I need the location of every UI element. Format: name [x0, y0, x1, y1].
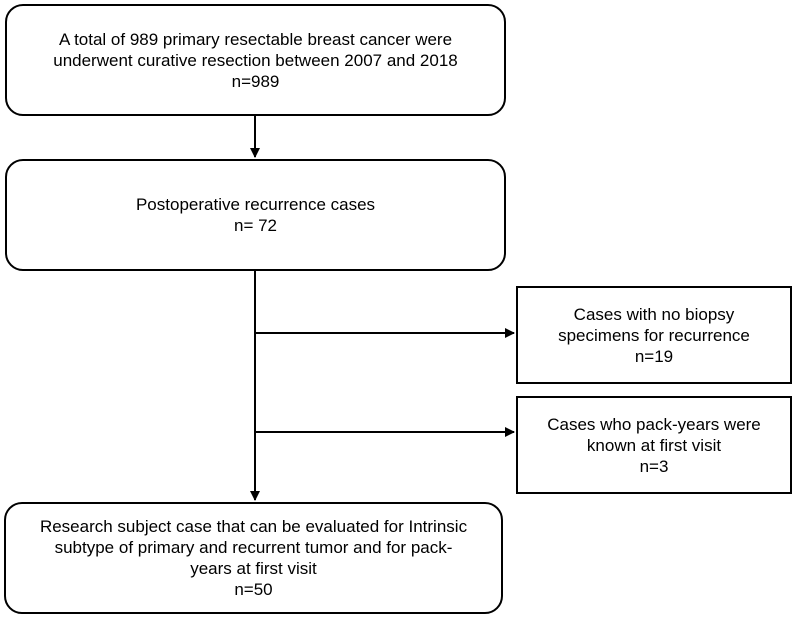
box-final-line-2: subtype of primary and recurrent tumor a… [54, 538, 453, 557]
box-final-line-1: Research subject case that can be evalua… [39, 517, 468, 536]
box-total-line-1: A total of 989 primary resectable breast… [58, 29, 453, 49]
box-total-count: n=989 [231, 71, 280, 91]
box-final-research-subjects: Research subject case that can be evalua… [4, 502, 503, 614]
box-biopsy-count: n=19 [634, 346, 674, 366]
box-recurrence-line-1: Postoperative recurrence cases [135, 195, 376, 214]
box-excluded-no-biopsy: Cases with no biopsy specimens for recur… [516, 286, 792, 384]
box-total-cases: A total of 989 primary resectable breast… [5, 4, 506, 116]
box-total-line-2: underwent curative resection between 200… [53, 50, 458, 70]
box-packyears-count: n=3 [639, 456, 669, 476]
box-packyears-line-2: known at first visit [586, 435, 722, 455]
box-packyears-line-1: Cases who pack-years were [547, 414, 761, 434]
box-final-line-3: years at first visit [190, 559, 317, 578]
box-recurrence-count: n= 72 [233, 216, 277, 235]
box-biopsy-line-1: Cases with no biopsy [573, 304, 735, 324]
box-excluded-pack-years: Cases who pack-years were known at first… [516, 396, 792, 494]
box-final-count: n=50 [234, 580, 273, 599]
box-biopsy-line-2: specimens for recurrence [558, 325, 750, 345]
box-recurrence-cases: Postoperative recurrence cases n= 72 [5, 159, 506, 271]
